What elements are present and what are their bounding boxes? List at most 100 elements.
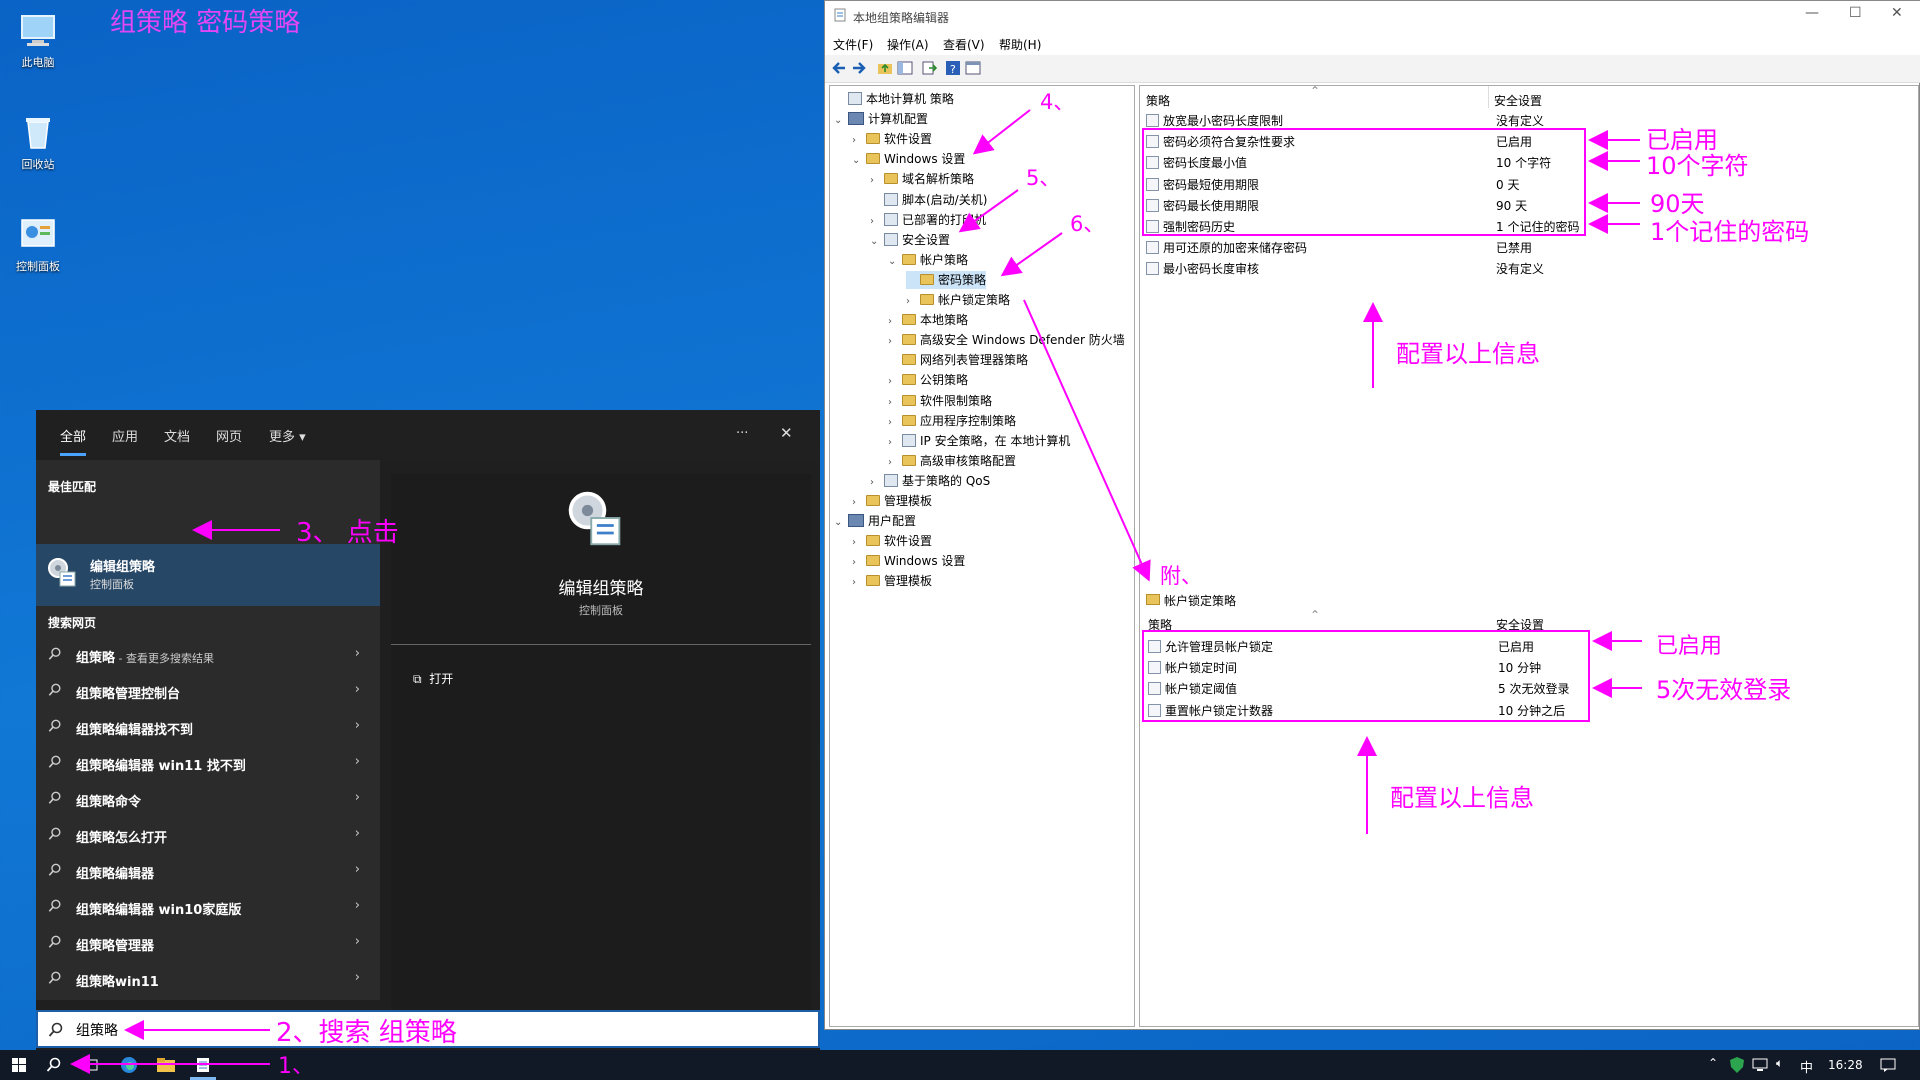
expand-right-icon[interactable]: › [852, 135, 856, 147]
tree-node[interactable]: ›应用程序控制策略 [888, 412, 1016, 430]
expand-down-icon[interactable]: ⌄ [852, 155, 861, 167]
maximize-button[interactable]: ☐ [1849, 5, 1862, 21]
desktop-icon-this-pc[interactable]: 此电脑 [8, 10, 68, 70]
windows-start-icon[interactable] [12, 1058, 26, 1072]
expand-down-icon[interactable]: ⌄ [834, 115, 843, 127]
up-folder-icon[interactable] [877, 60, 893, 76]
tree-node[interactable]: ›高级安全 Windows Defender 防火墙 [888, 331, 1125, 349]
expand-right-icon[interactable]: › [852, 497, 856, 508]
tree-node[interactable]: ⌄安全设置 [870, 231, 950, 249]
tray-chevron-icon[interactable]: ⌃ [1708, 1056, 1719, 1070]
web-result-item[interactable]: 组策略编辑器 win10家庭版› [36, 890, 380, 926]
tree-node[interactable]: ›管理模板 [852, 492, 932, 510]
help-icon[interactable]: ? [945, 60, 961, 76]
expand-right-icon[interactable]: › [852, 577, 856, 589]
volume-icon[interactable]: 🔈︎ [1776, 1056, 1784, 1070]
edge-browser-icon[interactable] [120, 1056, 138, 1074]
tab-apps[interactable]: 应用 [112, 430, 139, 445]
expand-down-icon[interactable]: ⌄ [870, 235, 879, 247]
more-options-icon[interactable]: ··· [736, 426, 749, 441]
task-view-icon[interactable] [82, 1058, 98, 1072]
web-result-item[interactable]: 组策略编辑器找不到› [36, 710, 380, 746]
desktop-icon-control-panel[interactable]: 控制面板 [8, 214, 68, 274]
clock[interactable]: 16:28 [1828, 1058, 1863, 1072]
web-result-item[interactable]: 组策略怎么打开› [36, 818, 380, 854]
expand-right-icon[interactable]: › [870, 175, 874, 187]
web-result-item[interactable]: 组策略 - 查看更多搜索结果› [36, 638, 380, 674]
column-header-policy[interactable]: 策略 [1146, 94, 1171, 108]
menu-file[interactable]: 文件(F) [833, 38, 874, 52]
web-result-item[interactable]: 组策略win11› [36, 962, 380, 998]
forward-arrow-icon[interactable] [851, 60, 867, 76]
tree-node[interactable]: ⌄计算机配置 [834, 110, 928, 128]
policy-row[interactable]: 密码必须符合复杂性要求已启用 [1146, 133, 1906, 153]
tree-node[interactable]: ›软件限制策略 [888, 392, 992, 410]
tree-node[interactable]: 密码策略 [906, 270, 987, 289]
tree-node[interactable]: ›高级审核策略配置 [888, 452, 1016, 470]
close-button[interactable]: ✕ [1891, 5, 1903, 21]
expand-right-icon[interactable]: › [888, 396, 892, 408]
open-button[interactable]: ⧉ 打开 [413, 670, 453, 687]
tree-node[interactable]: ›帐户锁定策略 [906, 291, 1010, 309]
file-explorer-icon[interactable] [157, 1058, 175, 1072]
expand-right-icon[interactable]: › [888, 376, 892, 388]
tree-node[interactable]: ›软件设置 [852, 532, 932, 550]
minimize-button[interactable]: — [1805, 5, 1819, 21]
expand-right-icon[interactable]: › [888, 456, 892, 468]
expand-right-icon[interactable]: › [888, 436, 892, 448]
tree-node[interactable]: ⌄帐户策略 [888, 251, 968, 269]
desktop-icon-recycle-bin[interactable]: 回收站 [8, 112, 68, 172]
menu-help[interactable]: 帮助(H) [999, 38, 1042, 52]
web-result-item[interactable]: 组策略命令› [36, 782, 380, 818]
expand-right-icon[interactable]: › [888, 416, 892, 428]
tree-node[interactable]: 网络列表管理器策略 [888, 351, 1028, 369]
menu-view[interactable]: 查看(V) [943, 38, 985, 52]
expand-right-icon[interactable]: › [852, 557, 856, 569]
expand-right-icon[interactable]: › [888, 316, 892, 328]
notification-icon[interactable] [1880, 1057, 1896, 1073]
tab-web[interactable]: 网页 [216, 430, 243, 445]
menu-action[interactable]: 操作(A) [887, 38, 929, 52]
search-icon[interactable] [46, 1057, 62, 1073]
export-list-icon[interactable] [921, 60, 937, 76]
back-arrow-icon[interactable] [831, 60, 847, 76]
tree-node[interactable]: 脚本(启动/关机) [870, 191, 987, 209]
lockout-column-header-setting[interactable]: 安全设置 [1496, 618, 1545, 632]
tree-node[interactable]: ›管理模板 [852, 572, 932, 590]
properties-icon[interactable] [965, 60, 981, 76]
web-result-item[interactable]: 组策略编辑器› [36, 854, 380, 890]
search-input[interactable]: 组策略 [76, 1023, 118, 1039]
lockout-column-header-policy[interactable]: 策略 [1148, 618, 1173, 632]
expand-right-icon[interactable]: › [870, 476, 874, 488]
tree-node[interactable]: ›已部署的打印机 [870, 211, 986, 229]
best-match-item[interactable]: 编辑组策略 控制面板 [36, 544, 380, 606]
show-hide-tree-icon[interactable] [897, 60, 913, 76]
lockout-policy-row[interactable]: 允许管理员帐户锁定已启用 [1148, 638, 1908, 658]
expand-right-icon[interactable]: › [852, 537, 856, 549]
tab-documents[interactable]: 文档 [164, 430, 191, 445]
web-result-item[interactable]: 组策略编辑器 win11 找不到› [36, 746, 380, 782]
tree-node[interactable]: ›IP 安全策略，在 本地计算机 [888, 432, 1070, 450]
tree-node[interactable]: ›软件设置 [852, 130, 932, 148]
gpedit-taskbar-icon[interactable] [194, 1056, 212, 1074]
expand-right-icon[interactable]: › [870, 215, 874, 227]
tree-node[interactable]: ›本地策略 [888, 311, 968, 329]
tab-all[interactable]: 全部 [60, 426, 87, 456]
ime-indicator[interactable]: 中 [1800, 1061, 1814, 1076]
tree-node[interactable]: ⌄Windows 设置 [852, 150, 965, 168]
tree-node[interactable]: ›基于策略的 QoS [870, 472, 990, 490]
tree-node[interactable]: ›Windows 设置 [852, 552, 965, 570]
policy-row[interactable]: 用可还原的加密来储存密码已禁用 [1146, 239, 1906, 259]
expand-down-icon[interactable]: ⌄ [834, 517, 843, 529]
tab-more[interactable]: 更多 ▾ [269, 426, 306, 445]
network-icon[interactable] [1752, 1058, 1768, 1072]
column-header-setting[interactable]: 安全设置 [1494, 94, 1543, 108]
close-icon[interactable]: ✕ [780, 424, 793, 442]
tree-node[interactable]: ⌄用户配置 [834, 512, 916, 530]
defender-shield-icon[interactable] [1730, 1057, 1744, 1073]
